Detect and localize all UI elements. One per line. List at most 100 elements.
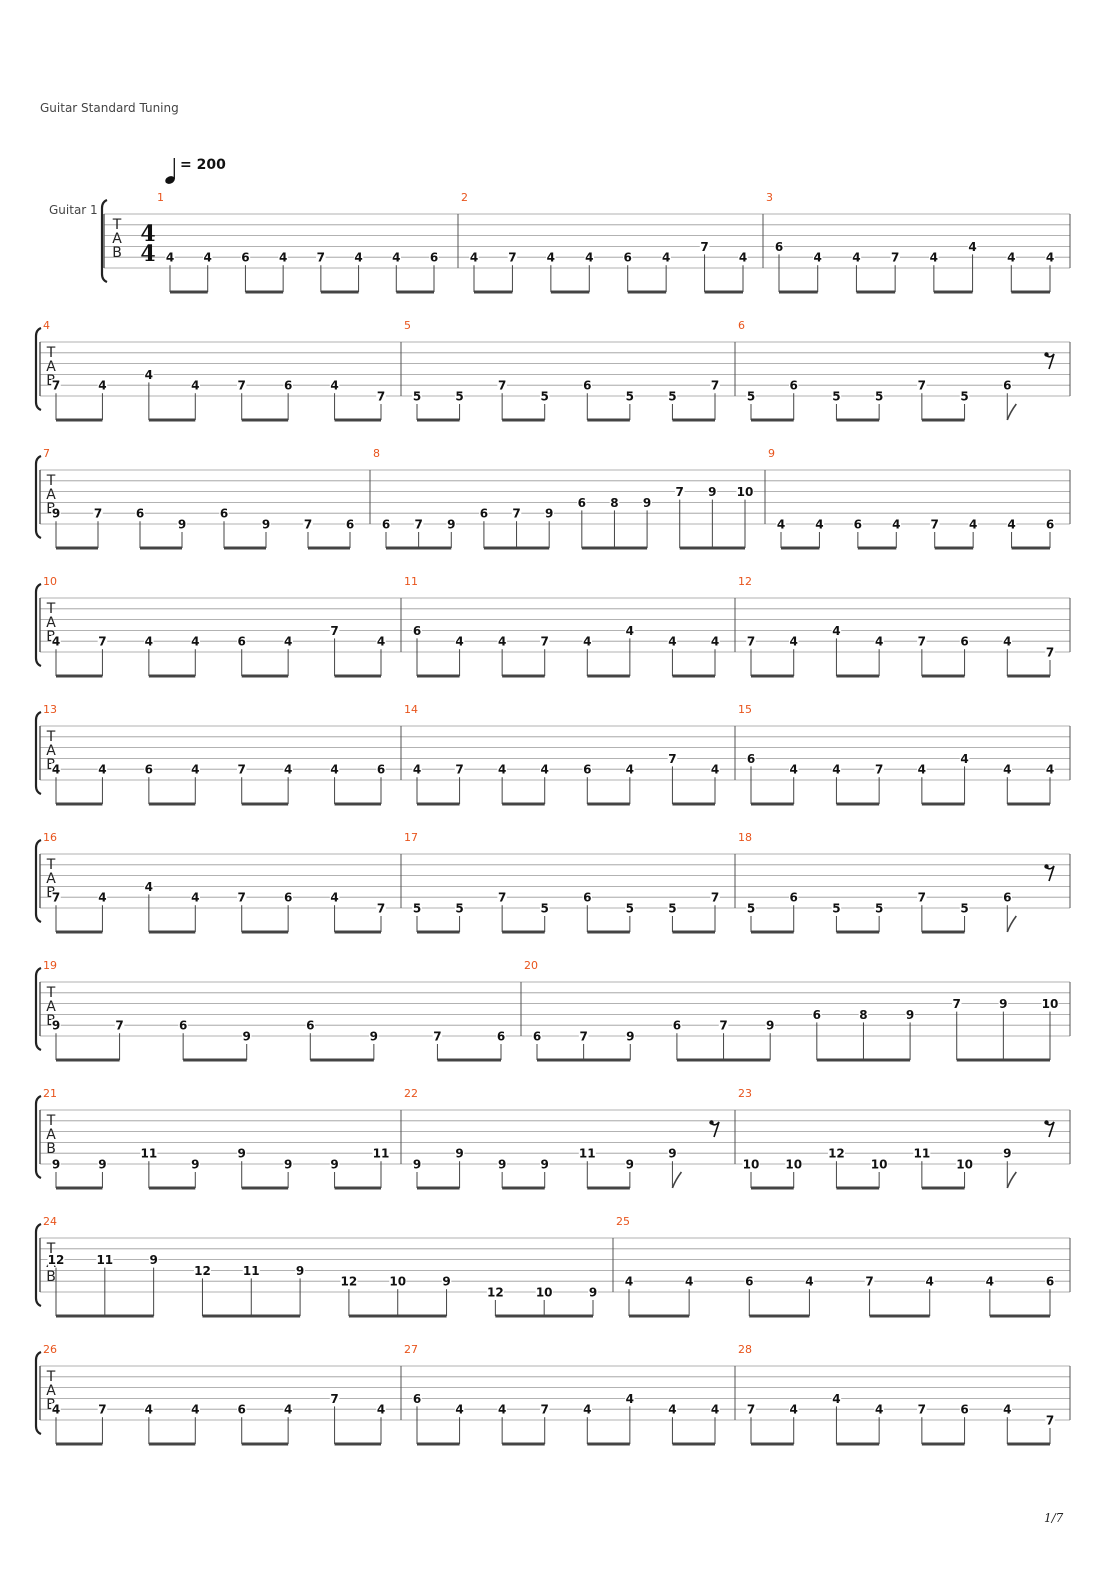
note-background: [831, 902, 842, 914]
note-background: [51, 379, 61, 392]
fret-number: 7: [455, 763, 463, 777]
note-background: [412, 390, 422, 402]
note-background: [190, 891, 201, 904]
bar-number: 14: [404, 703, 418, 716]
bar-number: 24: [43, 1215, 57, 1228]
fret-number: 4: [986, 1275, 994, 1289]
note-background: [905, 1008, 915, 1021]
note-background: [454, 635, 465, 648]
note-background: [672, 1019, 682, 1032]
fret-number: 5: [832, 902, 840, 916]
note-background: [496, 1030, 506, 1042]
staff-bracket: [100, 198, 108, 284]
note-background: [929, 251, 939, 264]
fret-number: 6: [960, 1403, 968, 1417]
fret-number: 9: [149, 1253, 157, 1267]
beam: [502, 674, 545, 678]
bar-number: 20: [524, 959, 538, 972]
tab-clef-letter: B: [46, 885, 56, 901]
fret-number: 4: [52, 635, 60, 649]
fret-number: 4: [852, 251, 860, 265]
note-background: [497, 891, 507, 904]
note-background: [959, 635, 970, 648]
note-background: [710, 891, 720, 904]
note-background: [51, 891, 61, 904]
beam: [704, 290, 743, 294]
fret-number: 4: [668, 635, 676, 649]
fret-number: 10: [956, 1158, 973, 1172]
fret-number: 7: [875, 763, 883, 777]
note-background: [746, 390, 756, 402]
beam: [921, 1442, 965, 1446]
fret-number: 6: [413, 1392, 421, 1406]
note-background: [283, 891, 293, 904]
fret-number: 4: [918, 763, 926, 777]
fret-number: 5: [960, 390, 968, 404]
fret-number: 9: [178, 518, 186, 532]
fret-number: 7: [747, 635, 755, 649]
note-background: [831, 1392, 842, 1405]
fret-number: 4: [498, 635, 506, 649]
fret-number: 9: [906, 1008, 914, 1022]
tab-clef-letter: A: [46, 1127, 56, 1143]
fret-number: 6: [790, 379, 798, 393]
note-background: [917, 379, 927, 392]
beam: [587, 1186, 630, 1190]
beam: [202, 1314, 301, 1318]
note-background: [97, 1158, 108, 1170]
beam: [483, 546, 550, 550]
note-background: [511, 507, 522, 520]
fret-number: 9: [52, 1158, 60, 1172]
fret-number: 9: [766, 1019, 774, 1033]
fret-number: 6: [136, 507, 144, 521]
fret-number: 4: [377, 1403, 385, 1417]
beam: [502, 1186, 545, 1190]
fret-number: 8: [610, 496, 618, 510]
fret-number: 6: [306, 1019, 314, 1033]
note-background: [582, 379, 593, 392]
note-background: [539, 1158, 550, 1170]
staff-bracket: [34, 1222, 42, 1308]
fret-number: 5: [413, 390, 421, 404]
note-background: [140, 1147, 158, 1160]
note-background: [788, 379, 799, 392]
fret-number: 9: [98, 1158, 106, 1172]
note-background: [454, 902, 465, 914]
fret-number: 4: [625, 1275, 633, 1289]
fret-number: 6: [854, 518, 862, 532]
fret-number: 4: [711, 1403, 719, 1417]
note-background: [864, 1275, 875, 1288]
fret-number: 12: [487, 1286, 504, 1300]
beam: [989, 1314, 1050, 1318]
note-background: [891, 518, 902, 530]
beam: [308, 546, 350, 550]
note-background: [51, 507, 61, 520]
fret-number: 7: [238, 891, 246, 905]
note-background: [544, 507, 554, 520]
fret-number: 4: [354, 251, 362, 265]
beam: [537, 1058, 631, 1062]
fret-number: 7: [238, 763, 246, 777]
bar-number: 19: [43, 959, 57, 972]
fret-number: 8: [859, 1008, 867, 1022]
fret-number: 10: [737, 485, 754, 499]
fret-number: 6: [145, 763, 153, 777]
beam: [417, 1186, 460, 1190]
fret-number: 4: [926, 1275, 934, 1289]
note-background: [144, 880, 154, 893]
fret-number: 4: [145, 635, 153, 649]
beam: [56, 1058, 120, 1062]
note-background: [479, 507, 489, 520]
fret-number: 9: [498, 1158, 506, 1172]
fret-number: 9: [296, 1264, 304, 1278]
note-background: [97, 763, 108, 776]
fret-number: 11: [579, 1147, 596, 1161]
fret-number: 4: [1007, 518, 1015, 532]
note-background: [454, 1147, 465, 1160]
